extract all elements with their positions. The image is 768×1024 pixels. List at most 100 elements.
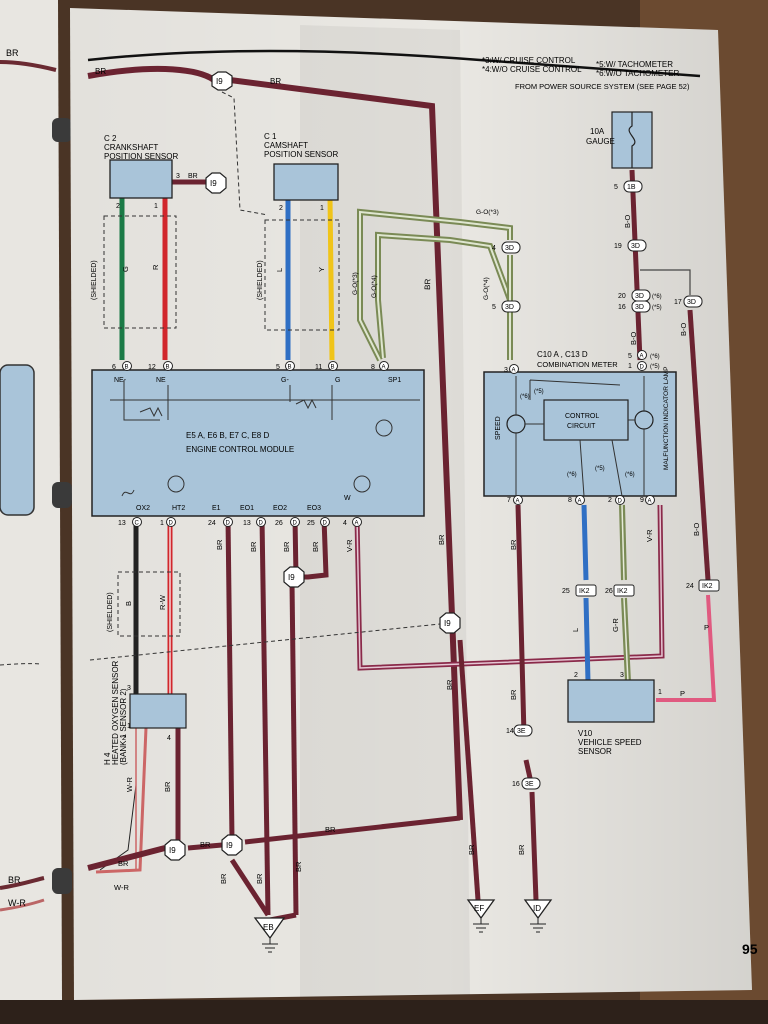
- meter-code-line: C10 A , C13 D: [537, 350, 588, 359]
- fuse-name: GAUGE: [586, 137, 615, 146]
- svg-text:5: 5: [492, 304, 496, 311]
- svg-text:12: 12: [148, 364, 156, 371]
- svg-text:B: B: [124, 601, 133, 606]
- svg-text:Y: Y: [317, 267, 326, 272]
- svg-text:9: 9: [640, 497, 644, 504]
- svg-text:24: 24: [208, 520, 216, 527]
- svg-text:1: 1: [154, 203, 158, 210]
- svg-text:BR: BR: [517, 844, 526, 855]
- svg-text:(*5): (*5): [595, 466, 605, 472]
- cam-sensor-code: C 1: [264, 132, 277, 141]
- svg-text:G: G: [335, 377, 340, 384]
- svg-text:1: 1: [160, 520, 164, 527]
- svg-text:5: 5: [276, 364, 280, 371]
- svg-text:(*6): (*6): [567, 472, 577, 478]
- svg-text:1: 1: [628, 363, 632, 370]
- svg-text:3D: 3D: [635, 304, 644, 311]
- svg-text:3E: 3E: [517, 728, 526, 735]
- svg-text:NE: NE: [156, 377, 166, 384]
- svg-text:3: 3: [176, 173, 180, 180]
- svg-text:A: A: [382, 365, 386, 371]
- ground-id: ID: [523, 899, 553, 933]
- svg-text:6: 6: [112, 364, 116, 371]
- meter-star6: (*6): [520, 394, 530, 400]
- svg-text:BR: BR: [445, 679, 454, 690]
- grounds: EB EF ID: [253, 899, 553, 953]
- svg-text:26: 26: [275, 520, 283, 527]
- cam-sensor-title-1: CAMSHAFT: [264, 141, 308, 150]
- junction-3d-e: 3D 16(*5): [618, 300, 662, 313]
- svg-text:W-R: W-R: [125, 777, 134, 792]
- ecm-bottom-pins: OX2 13 C HT2 1 D E1 24 D EO1 13 D EO2 26…: [118, 495, 362, 527]
- svg-text:14: 14: [506, 728, 514, 735]
- wire-label-br-crank: BR: [188, 173, 198, 180]
- ground-ef: EF: [466, 899, 496, 933]
- junction-ik2-a: IK2 25: [562, 584, 597, 597]
- svg-text:3D: 3D: [631, 243, 640, 250]
- svg-text:5: 5: [614, 184, 618, 191]
- svg-text:B: B: [288, 365, 292, 371]
- svg-text:E1: E1: [212, 505, 221, 512]
- header-notes: *3:W/ CRUISE CONTROL *4:W/O CRUISE CONTR…: [482, 56, 690, 91]
- wire-label-br-top: BR: [95, 67, 106, 76]
- svg-text:G-O(*4): G-O(*4): [371, 275, 378, 298]
- svg-text:P: P: [704, 623, 709, 632]
- svg-text:26: 26: [605, 588, 613, 595]
- o2-title-1: HEATED OXYGEN SENSOR: [111, 660, 120, 765]
- svg-text:3E: 3E: [525, 781, 534, 788]
- svg-text:I9: I9: [169, 846, 176, 855]
- svg-text:BR: BR: [467, 844, 476, 855]
- svg-text:I9: I9: [210, 179, 217, 188]
- splice-i9-crank: I9: [205, 172, 227, 194]
- svg-text:BR: BR: [437, 534, 446, 545]
- fuse-amp: 10A: [590, 127, 605, 136]
- svg-text:D: D: [323, 521, 328, 527]
- junction-3d-b: 3D 5: [492, 300, 521, 313]
- splice-i9-bottom-left: I9: [164, 839, 186, 861]
- svg-text:2: 2: [122, 735, 126, 742]
- svg-text:17: 17: [674, 299, 682, 306]
- junction-ik2-b: IK2 26: [605, 584, 635, 597]
- speed-label: SPEED: [495, 416, 502, 440]
- svg-text:W-R: W-R: [114, 883, 129, 892]
- svg-text:B-O: B-O: [629, 332, 638, 346]
- svg-text:4: 4: [492, 245, 496, 252]
- svg-text:2: 2: [608, 497, 612, 504]
- svg-text:EO2: EO2: [273, 505, 287, 512]
- svg-text:BR: BR: [215, 539, 224, 550]
- svg-text:B-O: B-O: [692, 523, 701, 537]
- svg-text:2: 2: [279, 205, 283, 212]
- svg-text:NE-: NE-: [114, 377, 127, 384]
- svg-text:16: 16: [512, 781, 520, 788]
- svg-text:EO1: EO1: [240, 505, 254, 512]
- svg-text:(*5): (*5): [650, 364, 660, 370]
- svg-text:IK2: IK2: [702, 583, 713, 590]
- splice-i9-bottom-right: I9: [221, 834, 243, 856]
- svg-text:BR: BR: [255, 873, 264, 884]
- svg-text:BR: BR: [219, 873, 228, 884]
- svg-text:A: A: [516, 499, 520, 505]
- splice-points: I9 I9 I9 I9 I9 I9: [164, 71, 461, 861]
- crank-sensor-title-2: POSITION SENSOR: [104, 152, 178, 161]
- svg-text:1: 1: [127, 723, 131, 730]
- ecm-name: ENGINE CONTROL MODULE: [186, 445, 294, 454]
- svg-text:B-O: B-O: [679, 323, 688, 337]
- svg-text:BR: BR: [311, 541, 320, 552]
- junction-ik2-c: IK2 24: [686, 579, 720, 592]
- combination-meter: CONTROL CIRCUIT SPEED MALFUNCTION INDICA…: [483, 350, 677, 505]
- svg-text:BR: BR: [249, 541, 258, 552]
- left-page-label: W-R: [8, 898, 26, 908]
- svg-text:3: 3: [504, 367, 508, 374]
- svg-text:8: 8: [371, 364, 375, 371]
- svg-text:EO3: EO3: [307, 505, 321, 512]
- svg-text:G-: G-: [281, 377, 289, 384]
- svg-text:D: D: [226, 521, 231, 527]
- svg-text:25: 25: [307, 520, 315, 527]
- svg-text:I9: I9: [288, 573, 295, 582]
- svg-text:(SHIELDED): (SHIELDED): [107, 592, 114, 632]
- svg-text:3D: 3D: [635, 293, 644, 300]
- svg-text:(*5): (*5): [652, 305, 662, 311]
- svg-text:BR: BR: [282, 541, 291, 552]
